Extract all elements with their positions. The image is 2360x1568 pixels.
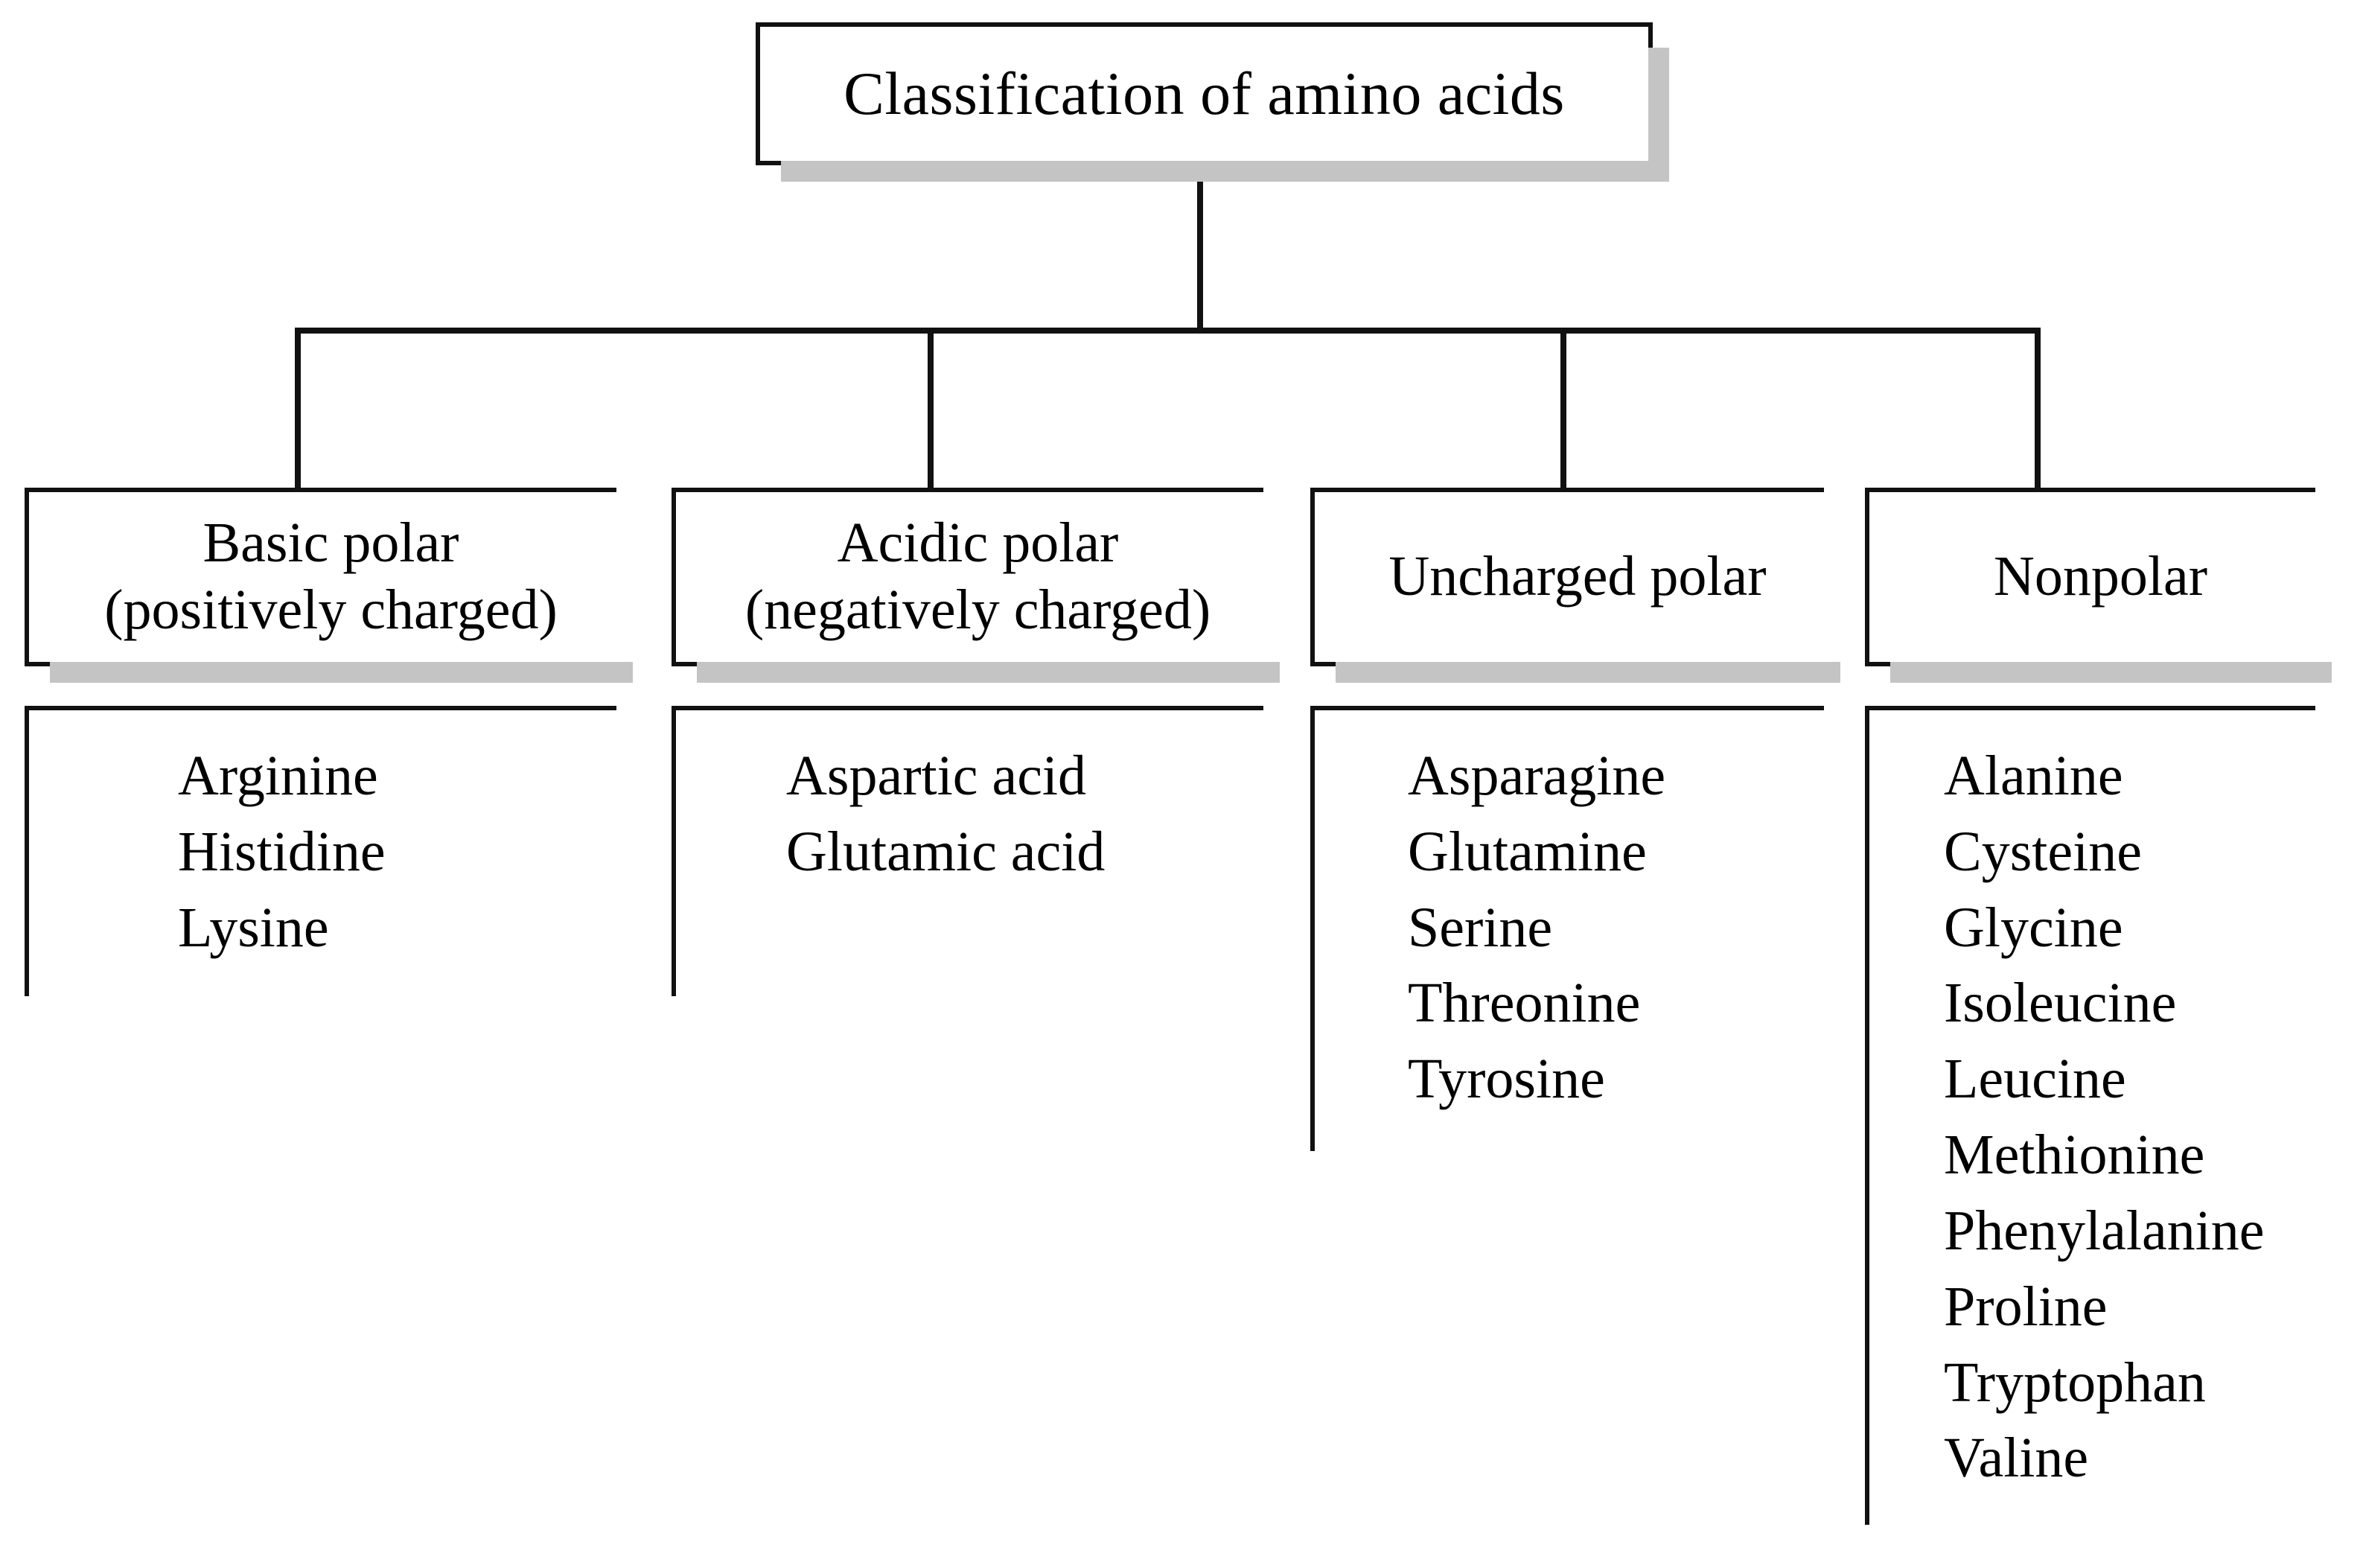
member-item: Arginine: [178, 745, 378, 807]
category-header-line2: (negatively charged): [744, 579, 1211, 641]
root-node-classification: Classification of amino acids: [756, 22, 1669, 182]
member-item: Histidine: [178, 820, 386, 883]
member-item: Lysine: [178, 896, 329, 959]
category-header-acidic-polar: Acidic polar (negatively charged): [672, 488, 1280, 683]
member-item: Cysteine: [1944, 820, 2142, 883]
category-header-basic-polar: Basic polar (positively charged): [25, 488, 633, 683]
category-members-nonpolar: Alanine Cysteine Glycine Isoleucine Leuc…: [1865, 706, 2360, 1549]
category-header-line2: (positively charged): [104, 579, 558, 641]
category-header-line1: Nonpolar: [1993, 545, 2208, 608]
member-item: Tyrosine: [1408, 1048, 1605, 1111]
member-item: Glutamic acid: [786, 820, 1106, 883]
category-header-line1: Basic polar: [202, 511, 459, 575]
member-item: Asparagine: [1408, 745, 1666, 807]
member-item: Tryptophan: [1944, 1351, 2206, 1414]
member-item: Glycine: [1944, 896, 2123, 959]
category-header-uncharged-polar: Uncharged polar: [1310, 488, 1840, 683]
member-item: Leucine: [1944, 1048, 2126, 1111]
connector-drop-acidic-polar: [928, 328, 934, 490]
connector-horizontal-bus: [295, 328, 2041, 334]
root-node-label: Classification of amino acids: [843, 60, 1565, 128]
category-header-line1: Acidic polar: [837, 511, 1119, 575]
connector-drop-uncharged-polar: [1560, 328, 1566, 490]
member-item: Threonine: [1408, 972, 1641, 1035]
category-members-uncharged-polar: Asparagine Glutamine Serine Threonine Ty…: [1310, 706, 1913, 1175]
connector-drop-nonpolar: [2035, 328, 2041, 490]
category-members-acidic-polar: Aspartic acid Glutamic acid: [672, 706, 1369, 1020]
category-header-line1: Uncharged polar: [1388, 545, 1767, 608]
member-item: Isoleucine: [1944, 972, 2177, 1035]
connector-root-stem: [1197, 165, 1203, 334]
member-item: Alanine: [1944, 745, 2123, 807]
member-item: Valine: [1944, 1427, 2089, 1490]
connector-drop-basic-polar: [295, 328, 301, 490]
category-members-basic-polar: Arginine Histidine Lysine: [25, 706, 761, 1020]
category-header-nonpolar: Nonpolar: [1865, 488, 2332, 683]
member-item: Phenylalanine: [1944, 1199, 2265, 1262]
member-item: Aspartic acid: [786, 745, 1087, 807]
member-item: Proline: [1944, 1275, 2108, 1338]
member-item: Serine: [1408, 896, 1553, 959]
member-item: Methionine: [1944, 1124, 2205, 1187]
member-item: Glutamine: [1408, 820, 1647, 883]
